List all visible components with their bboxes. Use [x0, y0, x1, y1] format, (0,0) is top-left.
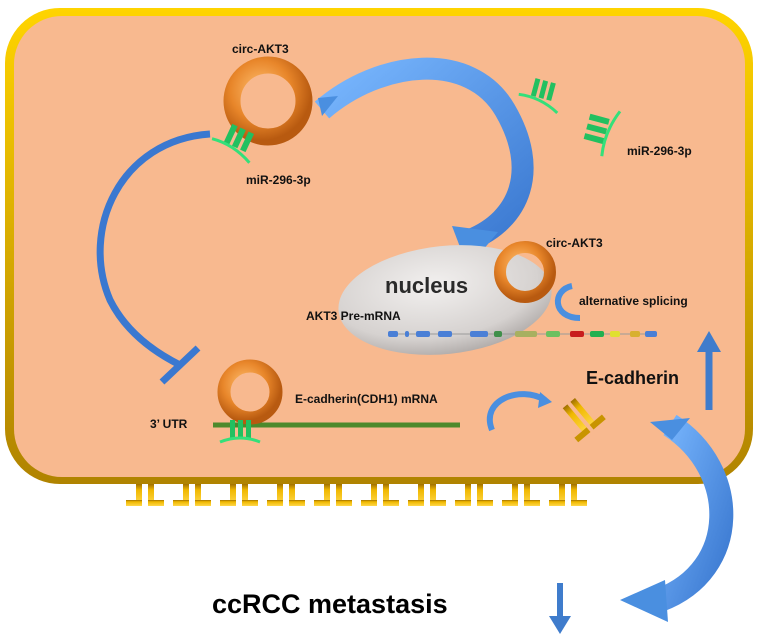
- membrane-cadherin: [173, 484, 211, 506]
- pre-mrna-exon: [438, 331, 452, 337]
- membrane-cadherin: [549, 484, 587, 506]
- membrane-cadherin: [455, 484, 493, 506]
- label-ecadherin-mrna: E-cadherin(CDH1) mRNA: [295, 392, 438, 406]
- pre-mrna-exon: [405, 331, 409, 337]
- membrane-cadherin: [314, 484, 352, 506]
- label-circ-akt3-nucleus: circ-AKT3: [546, 236, 603, 250]
- pre-mrna-exon: [546, 331, 560, 337]
- label-circ-akt3-top: circ-AKT3: [232, 42, 289, 56]
- label-mir-top: miR-296-3p: [246, 173, 311, 187]
- inhibition-arc: [96, 130, 211, 369]
- downregulation-arrowhead: [549, 616, 571, 634]
- label-akt3-pre-mrna: AKT3 Pre-mRNA: [306, 309, 401, 323]
- circ-akt3-ring-mrna: [217, 359, 283, 425]
- pre-mrna-exon: [645, 331, 657, 337]
- label-3utr: 3’ UTR: [150, 417, 188, 431]
- inhibition-bar: [159, 345, 201, 385]
- membrane-cadherin: [220, 484, 258, 506]
- pre-mrna-exon: [590, 331, 604, 337]
- pre-mrna-exon: [388, 331, 398, 337]
- membrane-cadherin: [361, 484, 399, 506]
- label-ccrcc-metastasis: ccRCC metastasis: [212, 589, 448, 619]
- mirna-bound-mrna: [219, 420, 261, 444]
- membrane-cadherin: [126, 484, 164, 506]
- pre-mrna-exon: [570, 331, 584, 337]
- pre-mrna-exon: [470, 331, 488, 337]
- membrane-cadherin: [502, 484, 540, 506]
- label-nucleus: nucleus: [385, 273, 469, 298]
- label-ecadherin: E-cadherin: [586, 368, 680, 388]
- upregulation-arrowhead: [697, 331, 721, 352]
- translation-arc: [486, 391, 547, 432]
- pre-mrna-exons: [388, 331, 657, 337]
- circ-akt3-ring-top: [223, 56, 313, 146]
- mirna-free-2: [583, 110, 622, 157]
- pre-mrna-exon: [494, 331, 502, 337]
- export-arrow: [314, 57, 534, 251]
- membrane-cadherin: [267, 484, 305, 506]
- splicing-arc: [554, 283, 581, 321]
- export-arrow-tail: [318, 96, 338, 116]
- membrane-cadherin: [408, 484, 446, 506]
- ecadherin-protein: [562, 398, 606, 443]
- metastasis-arrowhead: [620, 580, 668, 622]
- cytoplasm: [14, 16, 745, 477]
- mirna-free-1: [518, 78, 559, 114]
- label-alternative-splicing: alternative splicing: [579, 294, 688, 308]
- metastasis-arrow: [655, 414, 734, 612]
- pre-mrna-exon: [610, 331, 620, 337]
- label-mir-right: miR-296-3p: [627, 144, 692, 158]
- pre-mrna-exon: [416, 331, 430, 337]
- pre-mrna-exon: [515, 331, 537, 337]
- mirna-bound-top: [211, 123, 254, 164]
- membrane-cadherins: [126, 484, 587, 506]
- translation-arrowhead: [538, 392, 552, 408]
- metastasis-arrow-tail: [650, 418, 690, 440]
- circ-akt3-ring-nucleus: [494, 241, 556, 303]
- pre-mrna-exon: [630, 331, 640, 337]
